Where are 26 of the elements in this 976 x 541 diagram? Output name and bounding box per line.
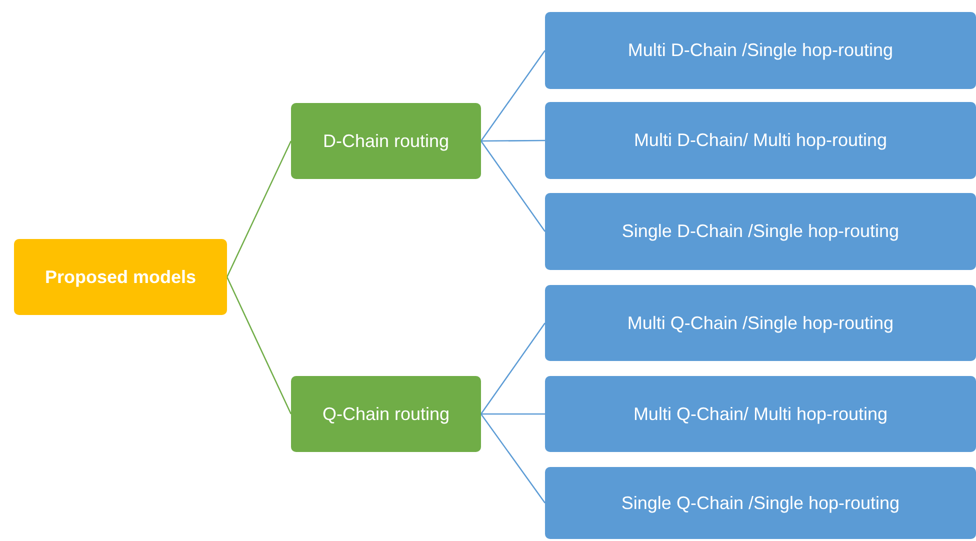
box-label: Multi Q-Chain /Single hop-routing [627, 312, 894, 334]
model-box [545, 193, 976, 270]
category-box [291, 376, 481, 452]
connector-line [481, 413, 545, 415]
model-box [545, 102, 976, 179]
connector-line [226, 276, 292, 414]
model-box [545, 12, 976, 89]
category-box [291, 103, 481, 179]
root-box [14, 239, 227, 315]
connector-line [481, 140, 545, 142]
connector-line [226, 140, 292, 278]
connector-line [480, 414, 546, 504]
box-label: D-Chain routing [322, 130, 450, 152]
model-box [545, 285, 976, 361]
box-label: Multi D-Chain /Single hop-routing [628, 40, 894, 61]
box-label: Proposed models [44, 266, 196, 288]
connector-line [480, 140, 546, 232]
box-label: Multi D-Chain/ Multi hop-routing [634, 130, 888, 151]
connector-line [480, 322, 546, 414]
model-box [545, 376, 976, 452]
box-label: Single Q-Chain /Single hop-routing [621, 492, 900, 514]
model-box [545, 467, 976, 539]
box-label: Multi Q-Chain/ Multi hop-routing [633, 404, 888, 424]
connector-line [480, 50, 546, 142]
box-label: Q-Chain routing [322, 404, 450, 424]
box-label: Single D-Chain /Single hop-routing [622, 221, 900, 242]
